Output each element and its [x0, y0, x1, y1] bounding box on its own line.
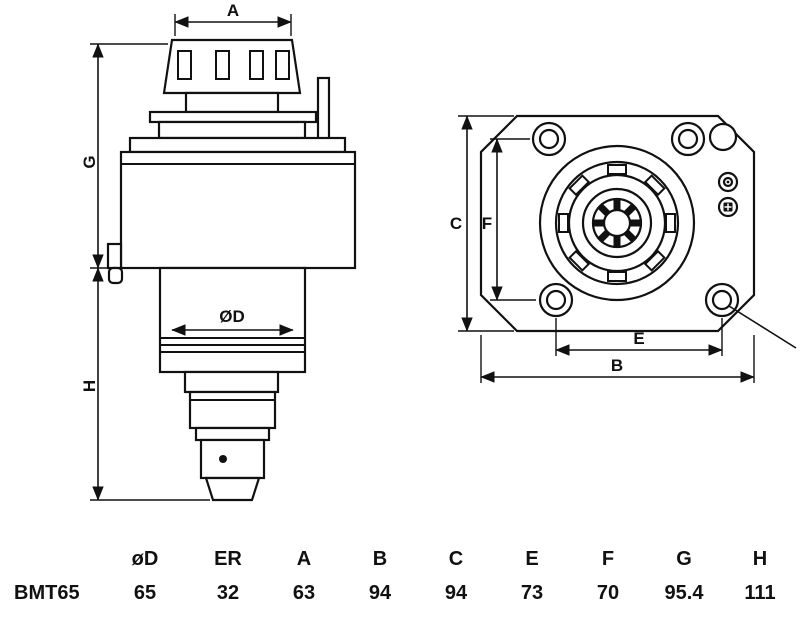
stop-pin: [316, 76, 331, 142]
collet-nut: [162, 38, 302, 95]
dim-od-label: ØD: [219, 307, 245, 326]
corner-bore: [708, 122, 738, 152]
technical-drawing: A G H ØD: [80, 1, 797, 502]
shank-step-1: [183, 370, 280, 394]
nut-slot: [177, 50, 192, 80]
housing-top-flange: [128, 136, 347, 154]
mounting-hole-bottom-right: [704, 282, 740, 318]
spindle-circle-2: [554, 160, 680, 286]
shank-cylinder: [158, 266, 307, 374]
flange-plate: [157, 120, 307, 140]
dim-e: E: [555, 318, 723, 356]
housing-body: [119, 150, 357, 270]
dim-b-label: B: [611, 356, 623, 375]
nose-dot: [219, 455, 227, 463]
coolant-port: [717, 171, 739, 193]
table-row: BMT65 65 32 63 94 94 73 70 95.4 111: [0, 575, 798, 611]
nose-cap: [204, 476, 261, 502]
nut-slot: [249, 50, 264, 80]
dim-a-label: A: [227, 1, 239, 20]
mounting-hole-top-right: [670, 121, 706, 157]
collet-opening: [591, 197, 643, 249]
value-e: 73: [520, 581, 544, 604]
set-screw: [717, 196, 739, 218]
value-c: 94: [444, 581, 468, 604]
dim-e-label: E: [633, 329, 644, 348]
dim-b: B: [480, 335, 755, 383]
value-er: 32: [216, 581, 240, 604]
value-a: 63: [292, 581, 316, 604]
col-header-a: A: [296, 548, 312, 570]
col-header-er: ER: [214, 548, 242, 570]
col-header-b: B: [372, 548, 388, 570]
dim-f-label: F: [482, 214, 492, 233]
dim-g-label: G: [80, 155, 99, 168]
side-nub: [107, 266, 124, 285]
leader-line: [728, 305, 797, 349]
dim-f: F: [482, 138, 536, 301]
spindle-circle-outer: [538, 144, 696, 302]
dim-a: A: [174, 1, 292, 36]
dimension-table: øD ER A B C E F G H BMT65 65 32 63 94 94…: [0, 544, 798, 611]
flange-plate-top: [148, 110, 318, 124]
side-block: [106, 242, 123, 270]
ring-groove: [160, 337, 305, 353]
shank-step-2: [188, 390, 277, 430]
col-header-g: G: [676, 548, 692, 570]
value-h: 111: [744, 581, 776, 604]
value-f: 70: [596, 581, 620, 604]
dim-h: H: [80, 267, 210, 501]
side-view: A G H ØD: [80, 1, 357, 502]
dim-c-label: C: [450, 214, 462, 233]
dim-od: ØD: [171, 307, 294, 336]
mounting-hole-top-left: [531, 121, 567, 157]
front-view: C F E B: [450, 114, 797, 383]
value-b: 94: [368, 581, 392, 604]
value-od: 65: [133, 581, 157, 604]
spindle-neck: [184, 91, 280, 114]
dim-h-label: H: [80, 380, 99, 392]
col-header-h: H: [752, 548, 768, 570]
col-header-e: E: [525, 548, 539, 570]
col-header-c: C: [448, 548, 464, 570]
nut-slot: [215, 50, 230, 80]
col-header-od: øD: [131, 548, 159, 570]
spindle-circle-4: [581, 187, 653, 259]
dim-c: C: [450, 115, 514, 332]
table-header-row: øD ER A B C E F G H: [0, 544, 798, 575]
slot-ring: [558, 164, 676, 282]
value-g: 95.4: [664, 581, 704, 604]
model-name: BMT65: [14, 581, 80, 604]
mounting-hole-bottom-left: [538, 282, 574, 318]
nut-slot: [275, 50, 290, 80]
col-header-f: F: [601, 548, 615, 570]
shank-step-3: [194, 426, 271, 442]
nose: [199, 438, 266, 480]
